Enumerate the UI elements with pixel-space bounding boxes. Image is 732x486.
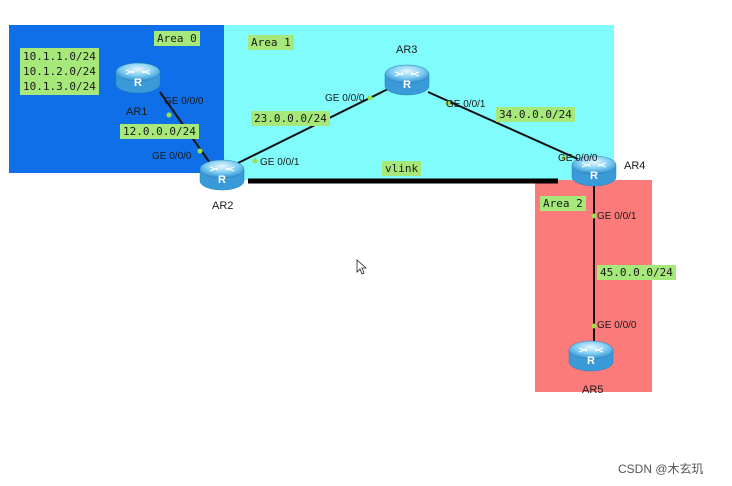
watermark: CSDN @木玄玑: [618, 462, 704, 476]
port-label-ar3-ge000: GE 0/0/0: [325, 93, 365, 104]
network-ar3-ar4: 34.0.0.0/24: [496, 107, 575, 122]
router-label-ar4: AR4: [624, 160, 646, 172]
router-icon-ar2[interactable]: [199, 159, 245, 191]
port-label-ar1-ge000: GE 0/0/0: [164, 96, 204, 107]
loopback-network: 10.1.1.0/24: [23, 50, 96, 63]
vlink-label: vlink: [382, 161, 422, 176]
router-icon-ar3[interactable]: [384, 64, 430, 96]
port-label-ar2-ge001: GE 0/0/1: [260, 157, 300, 168]
router-label-ar1: AR1: [126, 106, 148, 118]
loopback-network: 10.1.3.0/24: [23, 80, 96, 93]
area-1-label: Area 1: [248, 35, 294, 50]
port-dot: [591, 323, 597, 329]
port-label-ar5-ge000: GE 0/0/0: [597, 320, 637, 331]
router-label-ar5: AR5: [582, 384, 604, 396]
port-label-ar4-ge001: GE 0/0/1: [597, 211, 637, 222]
router-label-ar2: AR2: [212, 200, 234, 212]
network-ar1-ar2: 12.0.0.0/24: [120, 124, 199, 139]
mouse-cursor-icon: [356, 259, 368, 275]
port-label-ar4-ge000: GE 0/0/0: [558, 153, 598, 164]
port-label-ar3-ge001: GE 0/0/1: [446, 99, 486, 110]
port-dot: [591, 213, 597, 219]
port-dot: [252, 158, 258, 164]
link-ar2-ar3: [231, 87, 391, 167]
router-icon-ar1[interactable]: [115, 62, 161, 94]
network-ar2-ar3: 23.0.0.0/24: [251, 111, 330, 126]
network-ar4-ar5: 45.0.0.0/24: [597, 265, 676, 280]
port-dot: [561, 155, 567, 161]
area-2-label: Area 2: [540, 196, 586, 211]
port-dot: [445, 100, 451, 106]
router-icon-ar5[interactable]: [568, 340, 614, 372]
link-ar3-ar4: [427, 91, 581, 161]
area-1-region: [224, 25, 614, 180]
port-dot: [367, 95, 373, 101]
port-dot: [197, 148, 203, 154]
area-0-label: Area 0: [154, 31, 200, 46]
port-label-ar2-ge000: GE 0/0/0: [152, 151, 192, 162]
router-label-ar3: AR3: [396, 44, 418, 56]
loopback-network: 10.1.2.0/24: [23, 65, 96, 78]
port-dot: [166, 112, 172, 118]
loopback-networks: 10.1.1.0/24 10.1.2.0/24 10.1.3.0/24: [20, 48, 99, 95]
